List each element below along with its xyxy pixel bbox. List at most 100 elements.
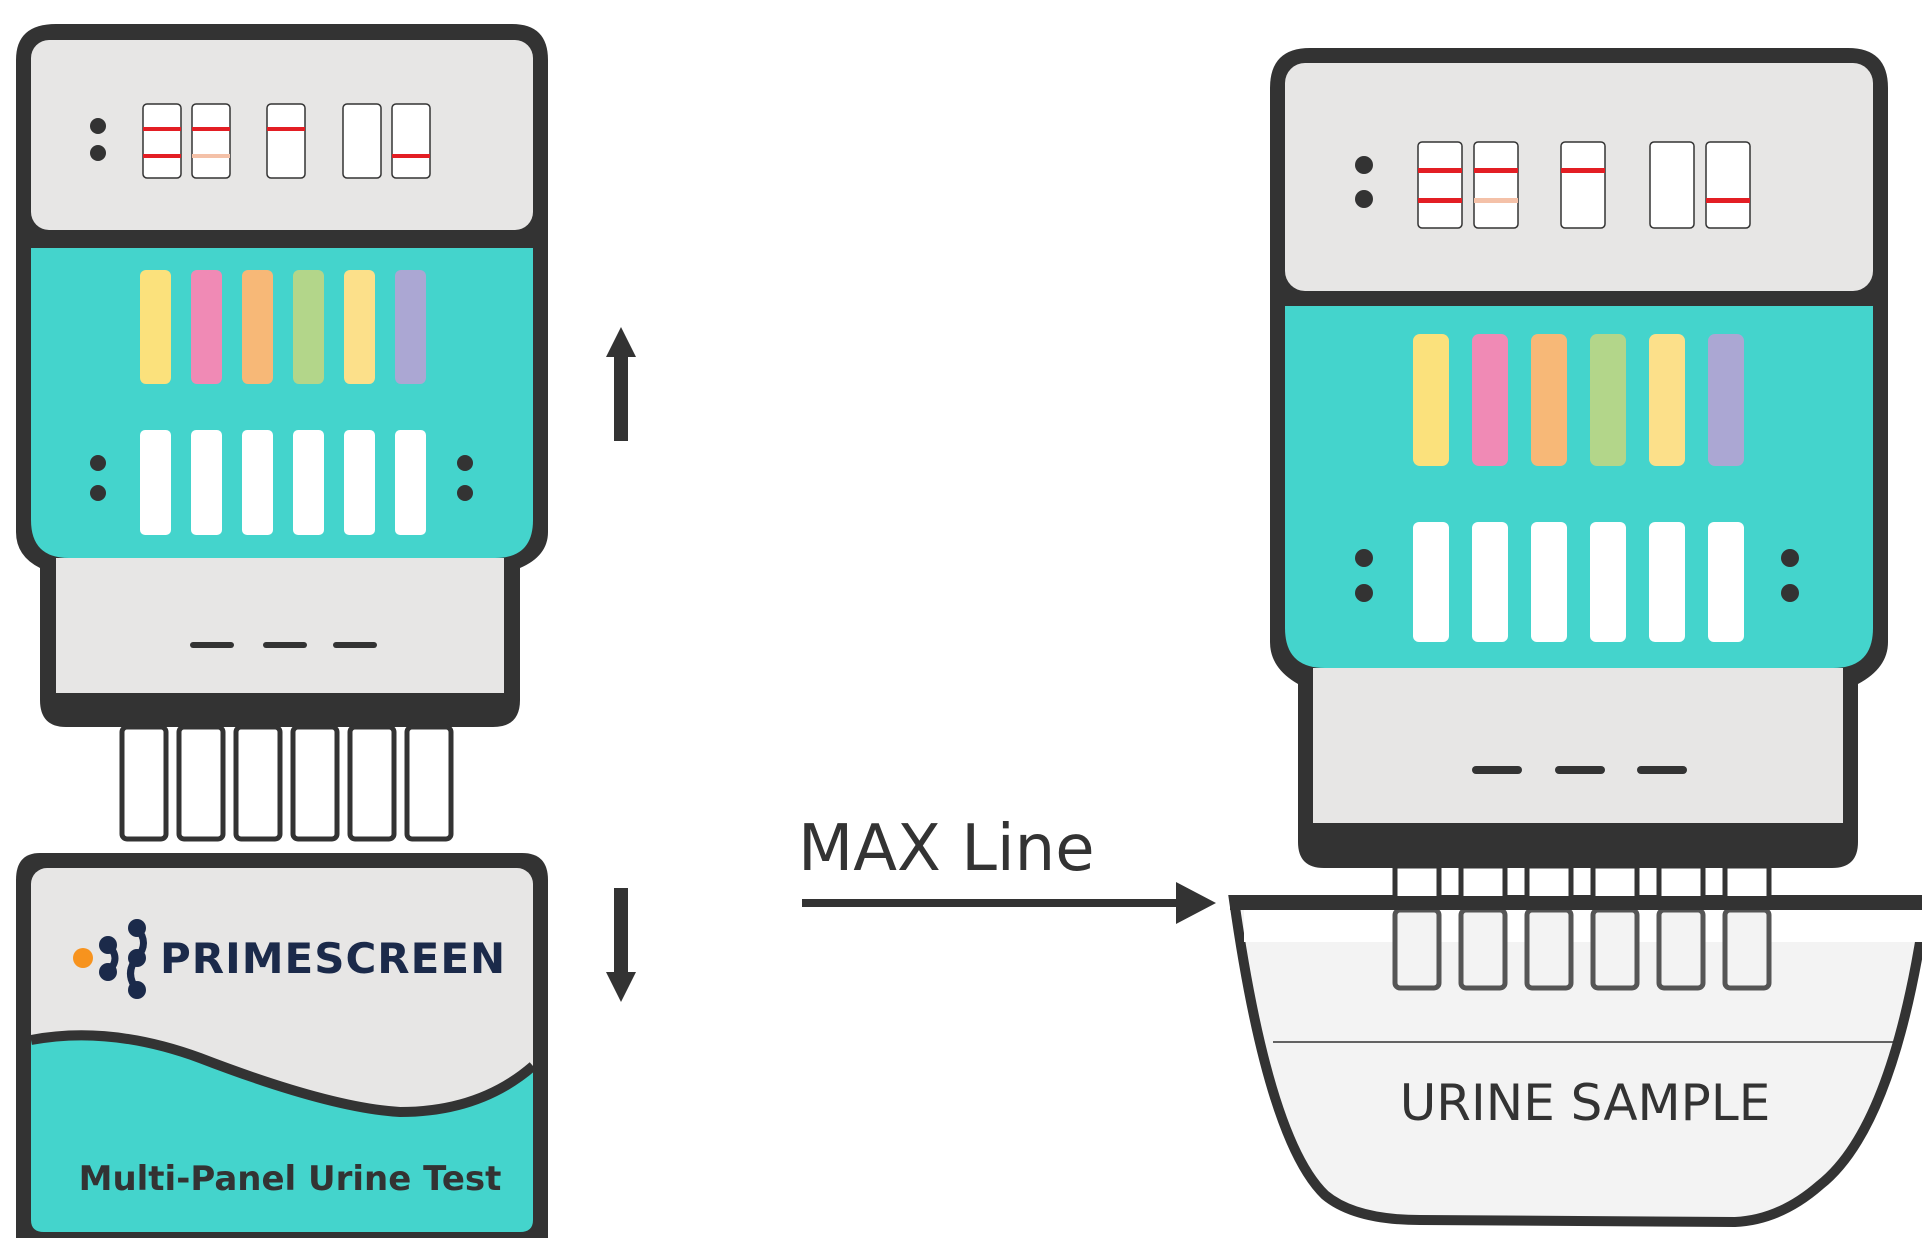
strip-upper (1656, 863, 1706, 903)
dash-mark (333, 642, 377, 648)
result-line (192, 127, 230, 131)
sample-strips (1392, 863, 1772, 991)
result-window (1649, 141, 1695, 229)
white-slot (344, 430, 375, 535)
device-cap: PRIMESCREEN Multi-Panel Urine Test (16, 853, 548, 1238)
strip-submerged (1392, 907, 1442, 991)
liquid-surface-band (1244, 910, 1922, 942)
panel-color-label (1531, 334, 1567, 466)
sample-strip (404, 724, 454, 842)
panel-color-label (140, 270, 171, 384)
indicator-dot (1781, 584, 1799, 602)
white-slot (395, 430, 426, 535)
sample-strips (119, 724, 454, 842)
dash-mark (1637, 766, 1687, 774)
strip-submerged (1722, 907, 1772, 991)
result-line (1418, 168, 1462, 173)
arrow-up-icon (606, 327, 636, 441)
test-cup-device-right (1230, 48, 1922, 991)
indicator-dot (90, 455, 106, 471)
cap-wave-line (30, 1030, 537, 1118)
panel-color-label (1649, 334, 1685, 466)
arrow-right-icon (802, 882, 1216, 924)
arrow-down-icon (606, 888, 636, 1002)
cup-body (1228, 895, 1922, 1228)
indicator-dot (90, 485, 106, 501)
max-line-label: MAX Line (798, 812, 1095, 886)
device-neck (1313, 668, 1843, 823)
strip-upper (1722, 863, 1772, 903)
indicator-dot (1781, 549, 1799, 567)
dash-mark (1555, 766, 1605, 774)
sample-strip (1722, 863, 1772, 991)
test-cup-device-left (16, 24, 548, 842)
arrow-shaft (614, 888, 628, 974)
indicator-dot (457, 455, 473, 471)
result-line-faint (192, 154, 230, 158)
indicator-dot (457, 485, 473, 501)
result-window (391, 103, 431, 179)
panel-color-label (1413, 334, 1449, 466)
cap-teal-wave (31, 1035, 533, 1232)
result-windows (142, 103, 431, 179)
sample-strip (1590, 863, 1640, 991)
result-line (392, 154, 430, 158)
sample-strip (1458, 863, 1508, 991)
result-line (1474, 168, 1518, 173)
indicator-dot (1355, 156, 1373, 174)
result-line-faint (1474, 198, 1518, 203)
white-slot (1708, 522, 1744, 642)
indicator-dot (1355, 549, 1373, 567)
panel-color-label (344, 270, 375, 384)
result-line (1418, 198, 1462, 203)
dash-mark (1472, 766, 1522, 774)
strip-submerged (1656, 907, 1706, 991)
colored-panel-labels (1413, 334, 1744, 466)
strip-submerged (1590, 907, 1640, 991)
panel-color-label (242, 270, 273, 384)
strip-submerged (1458, 907, 1508, 991)
sample-strip (119, 724, 169, 842)
result-line (1706, 198, 1750, 203)
urine-cup: URINE SAMPLE (1228, 895, 1922, 1228)
result-window (1560, 141, 1606, 229)
white-slot (191, 430, 222, 535)
white-slot (1531, 522, 1567, 642)
white-slot (1413, 522, 1449, 642)
result-line (143, 154, 181, 158)
arrow-head (606, 327, 636, 357)
result-line (1561, 168, 1605, 173)
colored-panel-labels (140, 270, 426, 384)
panel-color-label (293, 270, 324, 384)
cup-rim-front (1230, 896, 1922, 910)
white-slots (1413, 522, 1744, 642)
sample-strip (233, 724, 283, 842)
result-window (1473, 141, 1519, 229)
teal-label-panel (1285, 306, 1873, 668)
logo-link (127, 925, 147, 993)
result-line (267, 127, 305, 131)
result-line (143, 127, 181, 131)
result-window (191, 103, 231, 179)
sample-strip (1392, 863, 1442, 991)
arrow-shaft (614, 355, 628, 441)
white-slot (1649, 522, 1685, 642)
dash-mark (263, 642, 307, 648)
strip-upper (1524, 863, 1574, 903)
product-name: Multi-Panel Urine Test (79, 1159, 502, 1199)
sample-strip (1656, 863, 1706, 991)
white-slot (242, 430, 273, 535)
arrow-shaft (802, 899, 1178, 907)
result-window (142, 103, 182, 179)
arrow-head (1176, 882, 1216, 924)
result-window (266, 103, 306, 179)
sample-strip (1524, 863, 1574, 991)
strip-upper (1590, 863, 1640, 903)
logo-dot (73, 948, 93, 968)
dash-mark (190, 642, 234, 648)
white-slot (140, 430, 171, 535)
white-slot (1472, 522, 1508, 642)
arrow-head (606, 972, 636, 1002)
result-window (342, 103, 382, 179)
